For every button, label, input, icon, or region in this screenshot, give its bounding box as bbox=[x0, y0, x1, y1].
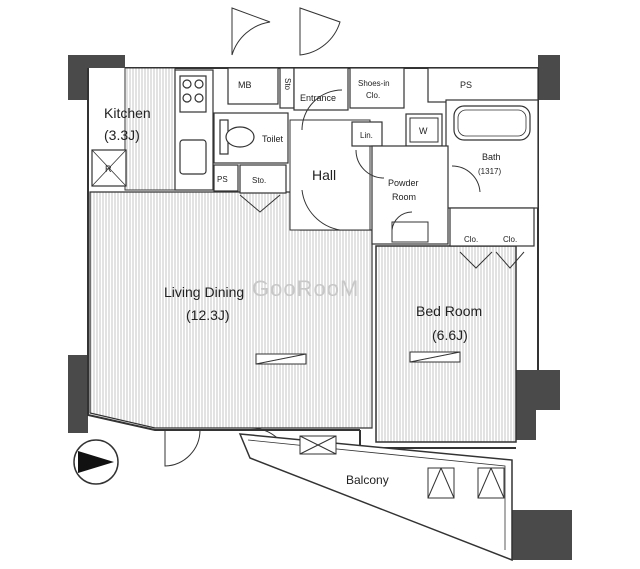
kitchen-floor bbox=[124, 67, 176, 191]
kitchen-label: Kitchen bbox=[104, 105, 151, 121]
refrigerator-label: R bbox=[105, 164, 112, 174]
linen-label: Lin. bbox=[360, 131, 373, 140]
bath-label: Bath bbox=[482, 152, 501, 162]
shoes-in-closet-label-line1: Shoes-in bbox=[358, 79, 390, 88]
powder-room-label-line1: Powder bbox=[388, 178, 419, 188]
bed-room-floor bbox=[375, 245, 517, 443]
toilet-label: Toilet bbox=[262, 134, 284, 144]
balcony-floor bbox=[238, 433, 513, 562]
sto-entrance-label: Sto bbox=[283, 78, 292, 91]
north-arrow-icon bbox=[73, 439, 119, 485]
balcony-label: Balcony bbox=[346, 473, 389, 487]
ps-kitchen-label: PS bbox=[217, 175, 228, 184]
living-dining-size: (12.3J) bbox=[186, 307, 230, 323]
entrance-label: Entrance bbox=[300, 93, 336, 103]
bed-room-label: Bed Room bbox=[416, 303, 482, 319]
toilet-fixture bbox=[219, 119, 255, 155]
bath-size: (1317) bbox=[478, 167, 501, 176]
mb-label: MB bbox=[238, 80, 252, 90]
powder-room-sink bbox=[391, 221, 429, 243]
sto-hall-label: Sto. bbox=[252, 176, 266, 185]
kitchen-size: (3.3J) bbox=[104, 127, 140, 143]
ps-top-label: PS bbox=[460, 80, 472, 90]
hall-label: Hall bbox=[312, 167, 336, 183]
watermark: GooRooM bbox=[252, 276, 359, 301]
shoes-in-closet-label-line2: Clo. bbox=[366, 91, 380, 100]
window-marks bbox=[255, 351, 461, 365]
balcony-fixtures bbox=[299, 435, 505, 499]
living-dining-label: Living Dining bbox=[164, 284, 244, 300]
kitchen-counter bbox=[174, 69, 214, 191]
outer-walls bbox=[68, 55, 572, 560]
bed-room-size: (6.6J) bbox=[432, 327, 468, 343]
washer-label: W bbox=[419, 126, 428, 136]
powder-room-label-line2: Room bbox=[392, 192, 416, 202]
closet-1-label: Clo. bbox=[464, 235, 478, 244]
closet-2-label: Clo. bbox=[503, 235, 517, 244]
refrigerator bbox=[91, 149, 127, 187]
door-swings bbox=[164, 7, 525, 467]
bath-tub bbox=[453, 105, 531, 141]
